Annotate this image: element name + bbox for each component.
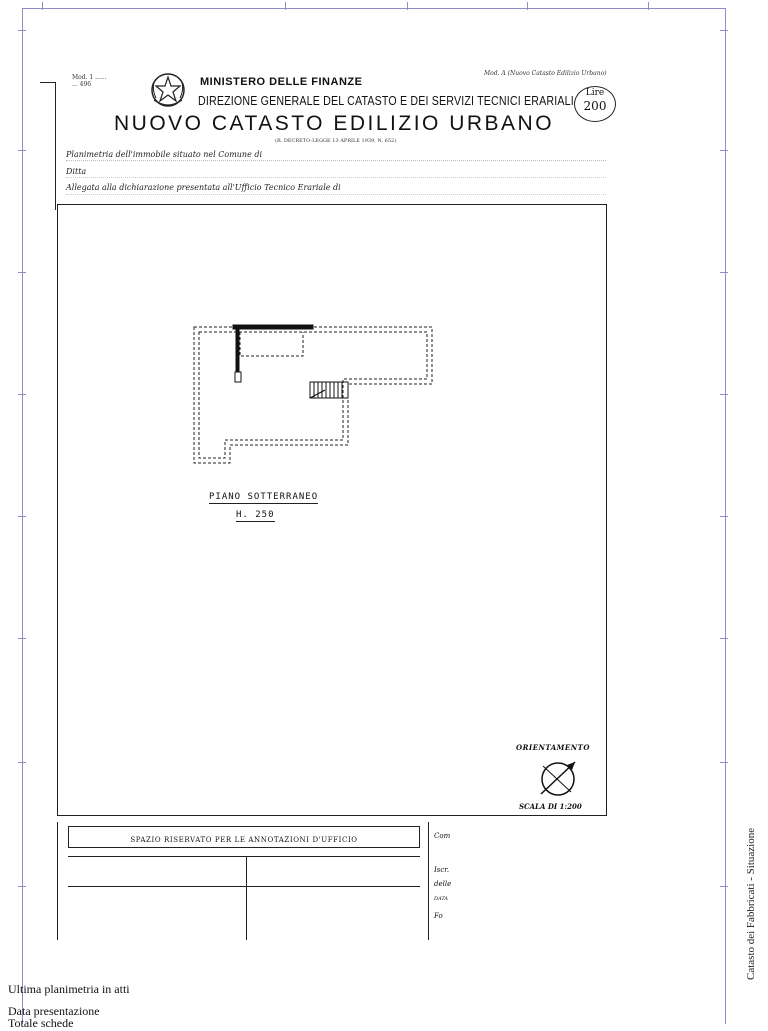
side-text: Catasto dei Fabbricati - Situazione [745, 827, 757, 980]
guide-tick [720, 886, 728, 887]
office-title-box: SPAZIO RISERVATO PER LE ANNOTAZIONI D'UF… [68, 826, 420, 848]
form-line-comune: Planimetria dell'immobile situato nel Co… [66, 150, 263, 159]
stamp-label: Lire [585, 88, 605, 98]
office-label-com: Com [434, 832, 451, 840]
guide-tick [18, 30, 26, 31]
stamp-value: 200 [583, 99, 607, 113]
office-column-divider [246, 856, 247, 940]
footer-submission-date: Data presentazione [8, 1004, 100, 1018]
direction-title: DIREZIONE GENERALE DEL CATASTO E DEI SER… [198, 93, 574, 108]
office-label-delle: delle [434, 880, 452, 888]
guide-tick [720, 150, 728, 151]
guide-tick [648, 2, 649, 10]
height-label: H. 250 [236, 510, 275, 522]
scale-label: SCALA DI 1:200 [519, 802, 582, 811]
form-line-ufficio-rule [66, 194, 606, 195]
form-line-ufficio: Allegata alla dichiarazione presentata a… [66, 183, 341, 192]
floor-plan-drawing [190, 320, 440, 470]
office-label-data: DATA [434, 896, 449, 902]
form-code-line-1: Mod. 1 ...... [72, 74, 107, 81]
guide-tick [18, 150, 26, 151]
model-label: Mod. A (Nuovo Catasto Edilizio Urbano) [484, 70, 607, 77]
guide-tick [720, 272, 728, 273]
guide-tick [720, 638, 728, 639]
form-line-ditta-rule [66, 177, 606, 178]
emblem-icon [148, 70, 188, 110]
guide-tick [42, 2, 43, 10]
stamp-duty: Lire 200 [574, 86, 616, 122]
ministry-title: MINISTERO DELLE FINANZE [200, 76, 363, 88]
office-block [57, 822, 429, 940]
document-title: NUOVO CATASTO EDILIZIO URBANO [114, 112, 555, 135]
office-label-iscr: Iscr. [434, 866, 450, 874]
guide-tick [527, 2, 528, 10]
office-right-labels: Com Iscr. delle DATA Fo [434, 832, 474, 926]
header-left-rule-top [40, 82, 55, 83]
form-line-comune-rule [66, 160, 606, 161]
guide-tick [720, 30, 728, 31]
guide-tick [18, 638, 26, 639]
form-line-ditta: Ditta [66, 167, 87, 176]
guide-tick [18, 272, 26, 273]
guide-tick [720, 762, 728, 763]
form-code: Mod. 1 ...... ... 496 [72, 74, 107, 88]
guide-tick [18, 762, 26, 763]
office-divider-top [68, 856, 420, 857]
guide-tick [18, 516, 26, 517]
header-left-rule [55, 82, 56, 210]
guide-tick [285, 2, 286, 10]
guide-line-top [22, 8, 726, 9]
form-code-line-2: ... 496 [72, 81, 92, 88]
plan-frame [57, 204, 607, 816]
orientation-label: ORIENTAMENTO [516, 743, 590, 752]
north-arrow-icon [535, 756, 581, 802]
guide-tick [720, 516, 728, 517]
guide-tick [407, 2, 408, 10]
floor-label: PIANO SOTTERRANEO [209, 492, 319, 504]
guide-tick [18, 886, 26, 887]
decree-line: (R. DECRETO-LEGGE 13 APRILE 1939, N. 652… [275, 138, 397, 144]
guide-tick [720, 394, 728, 395]
office-title: SPAZIO RISERVATO PER LE ANNOTAZIONI D'UF… [130, 836, 358, 844]
office-divider-mid [68, 886, 420, 887]
office-label-fo: Fo [434, 912, 443, 920]
guide-tick [18, 394, 26, 395]
footer-last-plan: Ultima planimetria in atti [8, 982, 130, 996]
